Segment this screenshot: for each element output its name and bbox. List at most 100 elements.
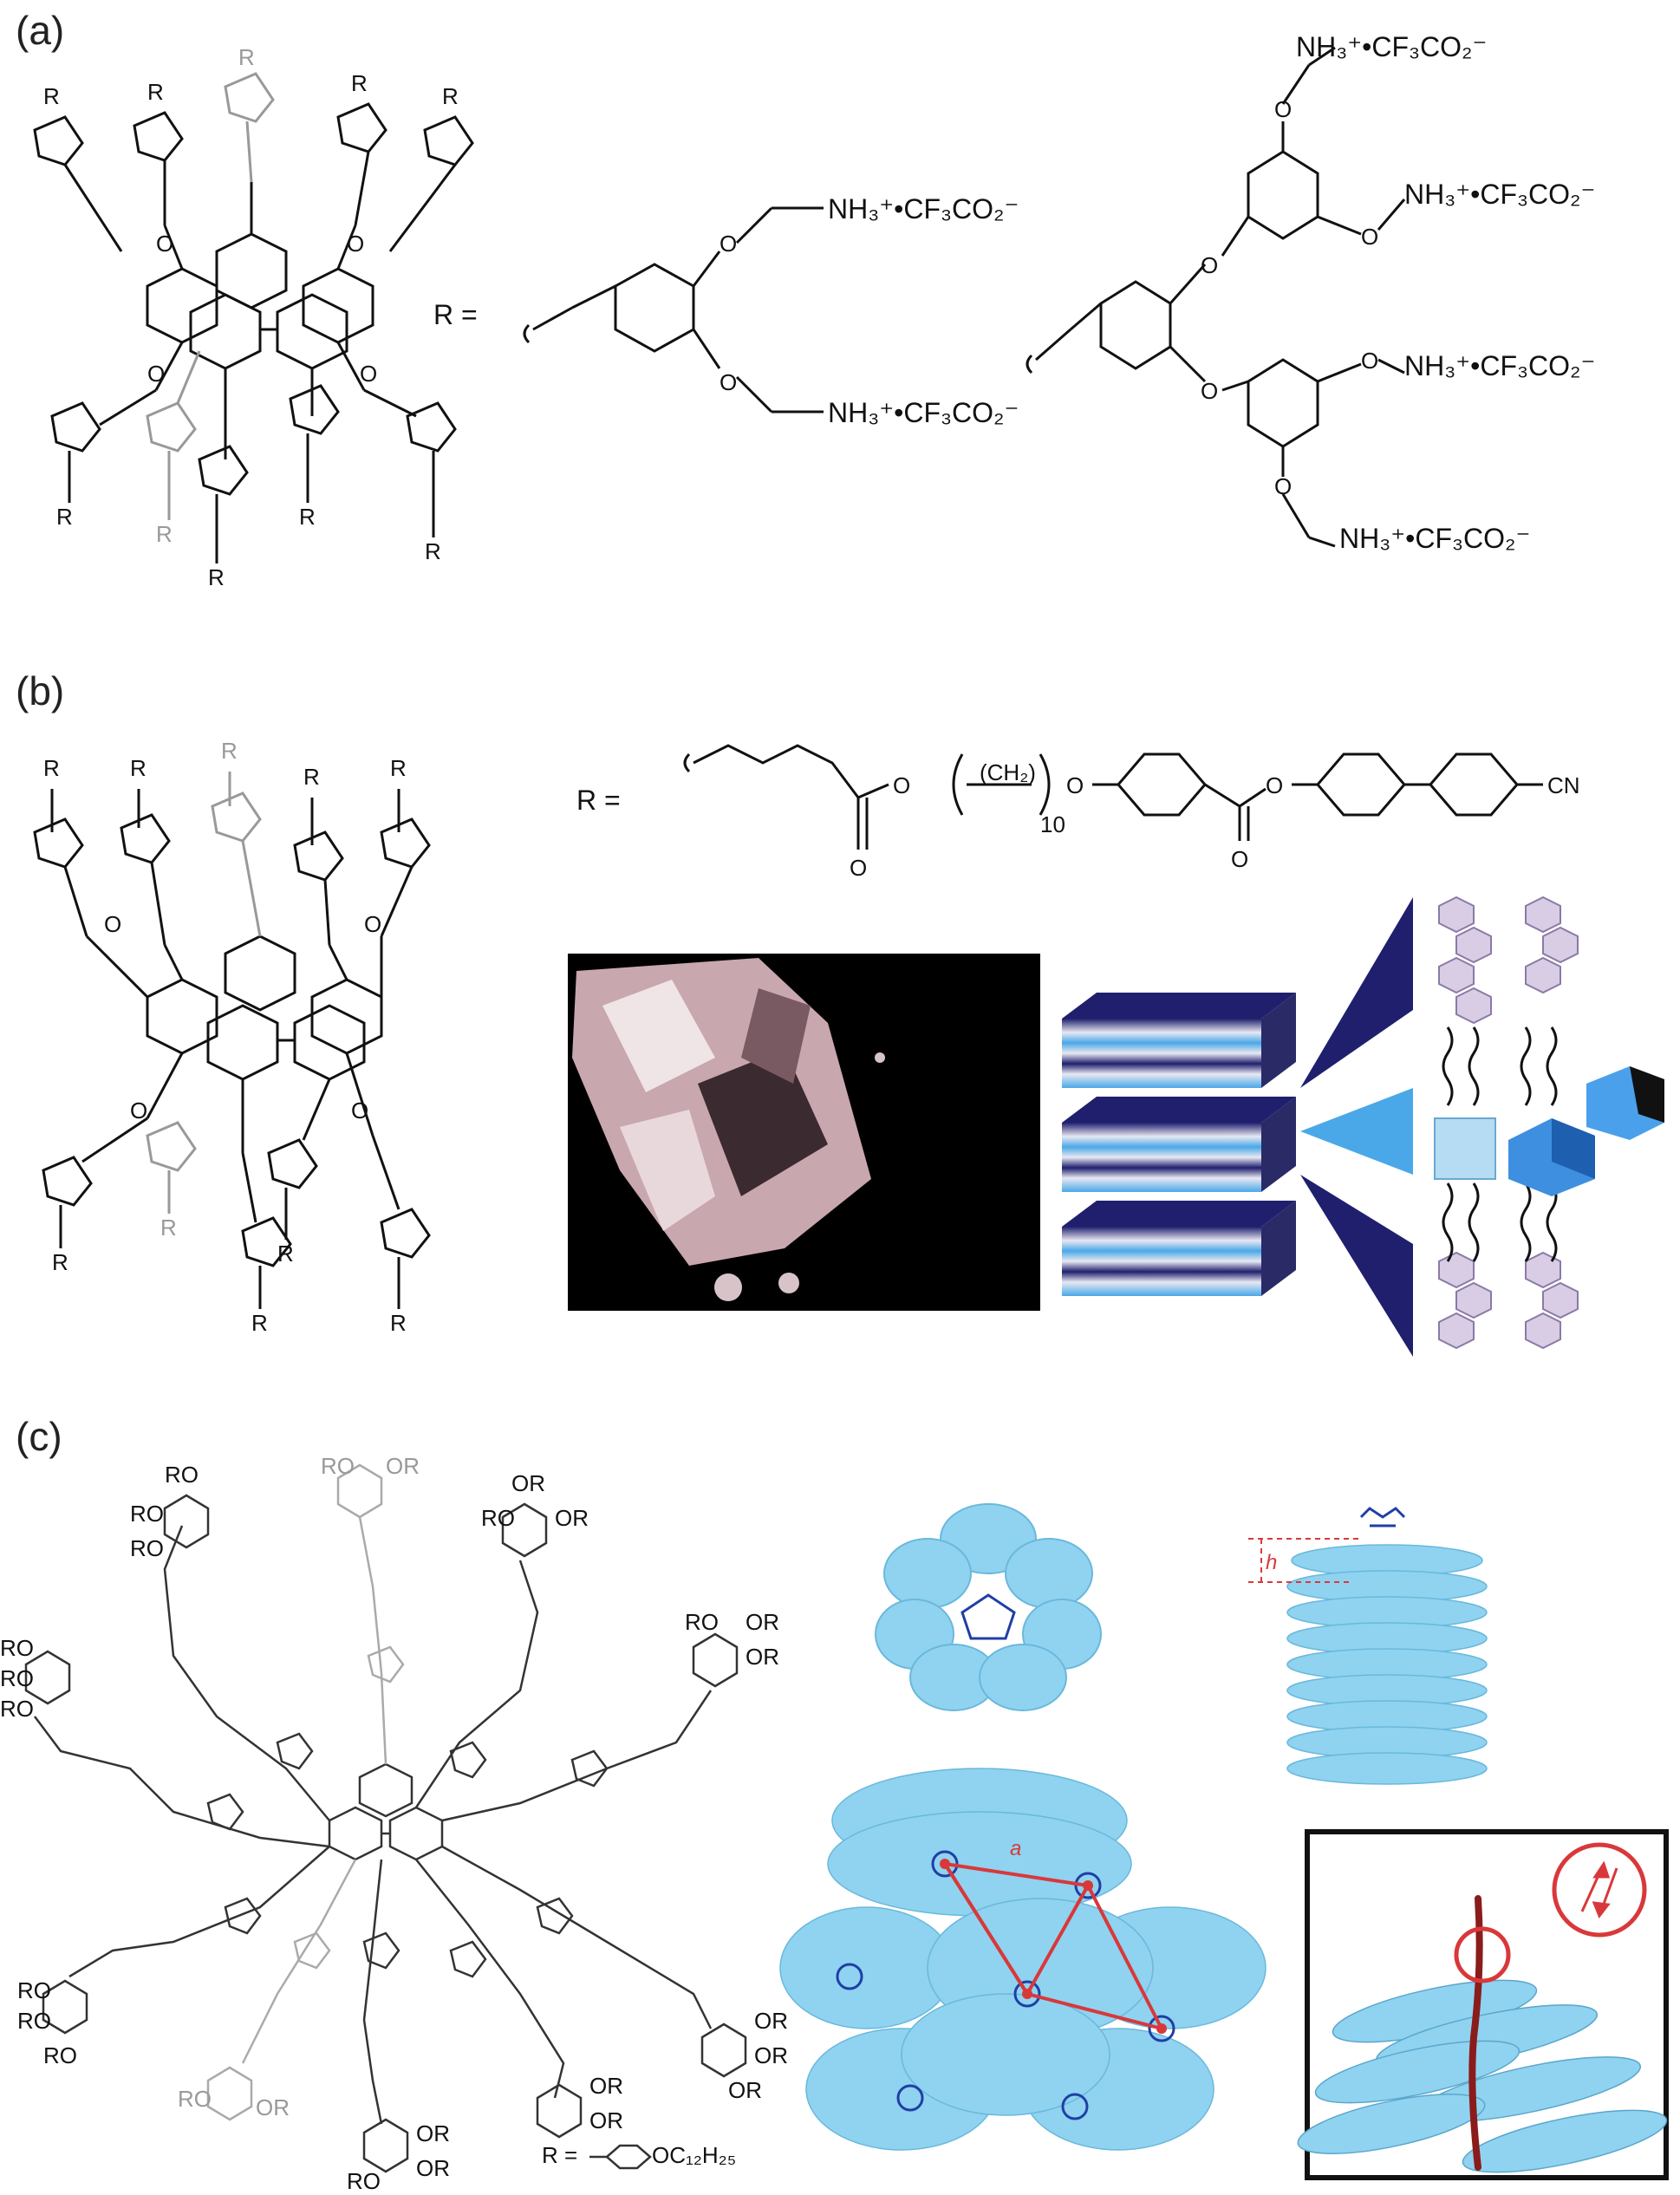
a-r-label-1: R xyxy=(43,83,60,109)
a-r2-ammonium-2: NH₃⁺•CF₃CO₂⁻ xyxy=(1404,179,1596,210)
stack-block-1 xyxy=(1062,993,1296,1088)
b-r-chain-sub: 10 xyxy=(1040,811,1065,837)
c-dodecyl: OC₁₂H₂₅ xyxy=(652,2142,736,2168)
c-or-4: OR xyxy=(746,1644,779,1670)
c-or-5: OR xyxy=(754,2008,788,2034)
a-r2-o-2: O xyxy=(1201,252,1218,278)
c-or-2: OR xyxy=(555,1505,589,1531)
c-r-equals: R = xyxy=(542,2142,577,2168)
b-r-label-8: R xyxy=(390,1310,407,1336)
stack-block-2 xyxy=(1062,1097,1296,1192)
a-r-label-3: R xyxy=(351,70,368,96)
c-or-3: OR xyxy=(746,1609,779,1635)
a-r2-ammonium-1: NH₃⁺•CF₃CO₂⁻ xyxy=(1296,31,1488,62)
a-r-label-grey-2: R xyxy=(156,521,173,547)
c-or-8: OR xyxy=(416,2120,450,2146)
c-ro-6: RO xyxy=(0,1635,34,1661)
a-r2-ammonium-4: NH₃⁺•CF₃CO₂⁻ xyxy=(1339,523,1531,554)
panel-b-pom-photo xyxy=(568,954,1040,1311)
c-or-grey-1: OR xyxy=(386,1453,420,1479)
b-r-label-4: R xyxy=(390,755,407,781)
c-ro-8: RO xyxy=(0,1696,34,1722)
panel-c-hex-lattice: a xyxy=(779,1768,1267,2151)
a-r-label-2: R xyxy=(147,79,164,105)
b-o-label-4: O xyxy=(351,1098,368,1124)
a-r2-o-3: O xyxy=(1361,224,1378,250)
a-r-label-8: R xyxy=(425,538,441,564)
panel-c-dendrimer: RO RO RO OR RO OR RO OR OR RO RO RO RO R… xyxy=(0,1453,788,2194)
b-r-nitrile: CN xyxy=(1547,772,1580,798)
b-model-cone-2 xyxy=(1586,1066,1664,1140)
a-r1-o-bottom: O xyxy=(720,369,737,395)
panel-b-r-equals: R = xyxy=(576,785,621,816)
c-ro-1: RO xyxy=(165,1462,199,1488)
b-model-cone-1 xyxy=(1508,1118,1595,1196)
c-or-11: OR xyxy=(589,2107,623,2133)
a-r-label-7: R xyxy=(299,504,316,530)
a-r1-ammonium-top: NH₃⁺•CF₃CO₂⁻ xyxy=(828,193,1019,225)
panel-b-r-group: O O (CH₂) 10 O O O CN xyxy=(683,744,1580,881)
a-r2-o-6: O xyxy=(1274,473,1292,499)
a-r-label-4: R xyxy=(442,83,459,109)
a-r-label-5: R xyxy=(56,504,73,530)
panel-a-label: (a) xyxy=(16,8,65,53)
panel-c-top-view xyxy=(875,1503,1102,1711)
c-or-1: OR xyxy=(511,1470,545,1496)
b-o-label-2: O xyxy=(364,911,381,937)
c-ro-2: RO xyxy=(130,1501,164,1527)
a-o-label-1: O xyxy=(156,231,173,257)
b-r-ester-o-2: O xyxy=(1266,772,1283,798)
c-ro-10: RO xyxy=(17,2008,51,2034)
b-r-carbonyl-o-1: O xyxy=(850,855,867,881)
b-r-label-7: R xyxy=(251,1310,268,1336)
c-ro-grey-1: RO xyxy=(321,1453,355,1479)
b-r-label-5: R xyxy=(52,1249,68,1275)
c-ro-11: RO xyxy=(43,2042,77,2068)
b-r-label-6: R xyxy=(277,1241,294,1267)
c-or-6: OR xyxy=(754,2042,788,2068)
panel-c-inset xyxy=(1297,1829,1669,2180)
a-r2-ammonium-3: NH₃⁺•CF₃CO₂⁻ xyxy=(1404,350,1596,381)
b-r-label-1: R xyxy=(43,755,60,781)
b-r-ether-o: O xyxy=(1066,772,1084,798)
a-o-label-2: O xyxy=(347,231,364,257)
b-r-ester-o-1: O xyxy=(893,772,910,798)
panel-a-r-group-1: O O xyxy=(523,206,824,414)
c-or-7: OR xyxy=(728,2077,762,2103)
c-or-9: OR xyxy=(416,2155,450,2181)
b-r-label-2: R xyxy=(130,755,147,781)
panel-b-core-structure: R R R R R R R R R R O O O O xyxy=(33,738,431,1336)
b-o-label-1: O xyxy=(104,911,121,937)
b-r-label-grey-1: R xyxy=(221,738,238,764)
b-r-chain: (CH₂) xyxy=(980,759,1036,785)
panel-c-column-side-view: h xyxy=(1248,1507,1488,1785)
a-r1-ammonium-bottom: NH₃⁺•CF₃CO₂⁻ xyxy=(828,397,1019,428)
a-r-label-6: R xyxy=(208,564,225,590)
b-r-carbonyl-o-2: O xyxy=(1231,846,1248,872)
c-height-label: h xyxy=(1266,1551,1277,1574)
panel-a-core-structure: R R R R R R R R R R O O O O xyxy=(33,44,474,590)
a-o-label-3: O xyxy=(147,361,165,387)
b-r-label-3: R xyxy=(303,764,320,790)
panel-b-label: (b) xyxy=(16,668,65,713)
panel-b-zoom-cones xyxy=(1300,897,1413,1357)
c-ro-4: RO xyxy=(481,1505,515,1531)
panel-a-r-group-2: O O O O O O xyxy=(1026,46,1406,548)
stack-block-3 xyxy=(1062,1201,1296,1296)
b-r-label-grey-2: R xyxy=(160,1215,177,1241)
c-ro-7: RO xyxy=(0,1665,34,1691)
panel-a-r-equals: R = xyxy=(433,299,478,330)
panel-b-molecular-model xyxy=(1434,896,1664,1350)
a-r2-o-5: O xyxy=(1361,348,1378,374)
c-or-grey-2: OR xyxy=(256,2094,290,2120)
b-o-label-3: O xyxy=(130,1098,147,1124)
c-ro-12: RO xyxy=(347,2168,381,2194)
c-ro-5: RO xyxy=(685,1609,719,1635)
a-r2-o-1: O xyxy=(1274,96,1292,122)
a-o-label-4: O xyxy=(360,361,377,387)
panel-b-lamellar-stack xyxy=(1062,993,1296,1296)
c-ro-9: RO xyxy=(17,1977,51,2003)
panel-c-label: (c) xyxy=(16,1414,62,1459)
a-r2-o-4: O xyxy=(1201,378,1218,404)
a-r-label-grey-1: R xyxy=(238,44,255,70)
